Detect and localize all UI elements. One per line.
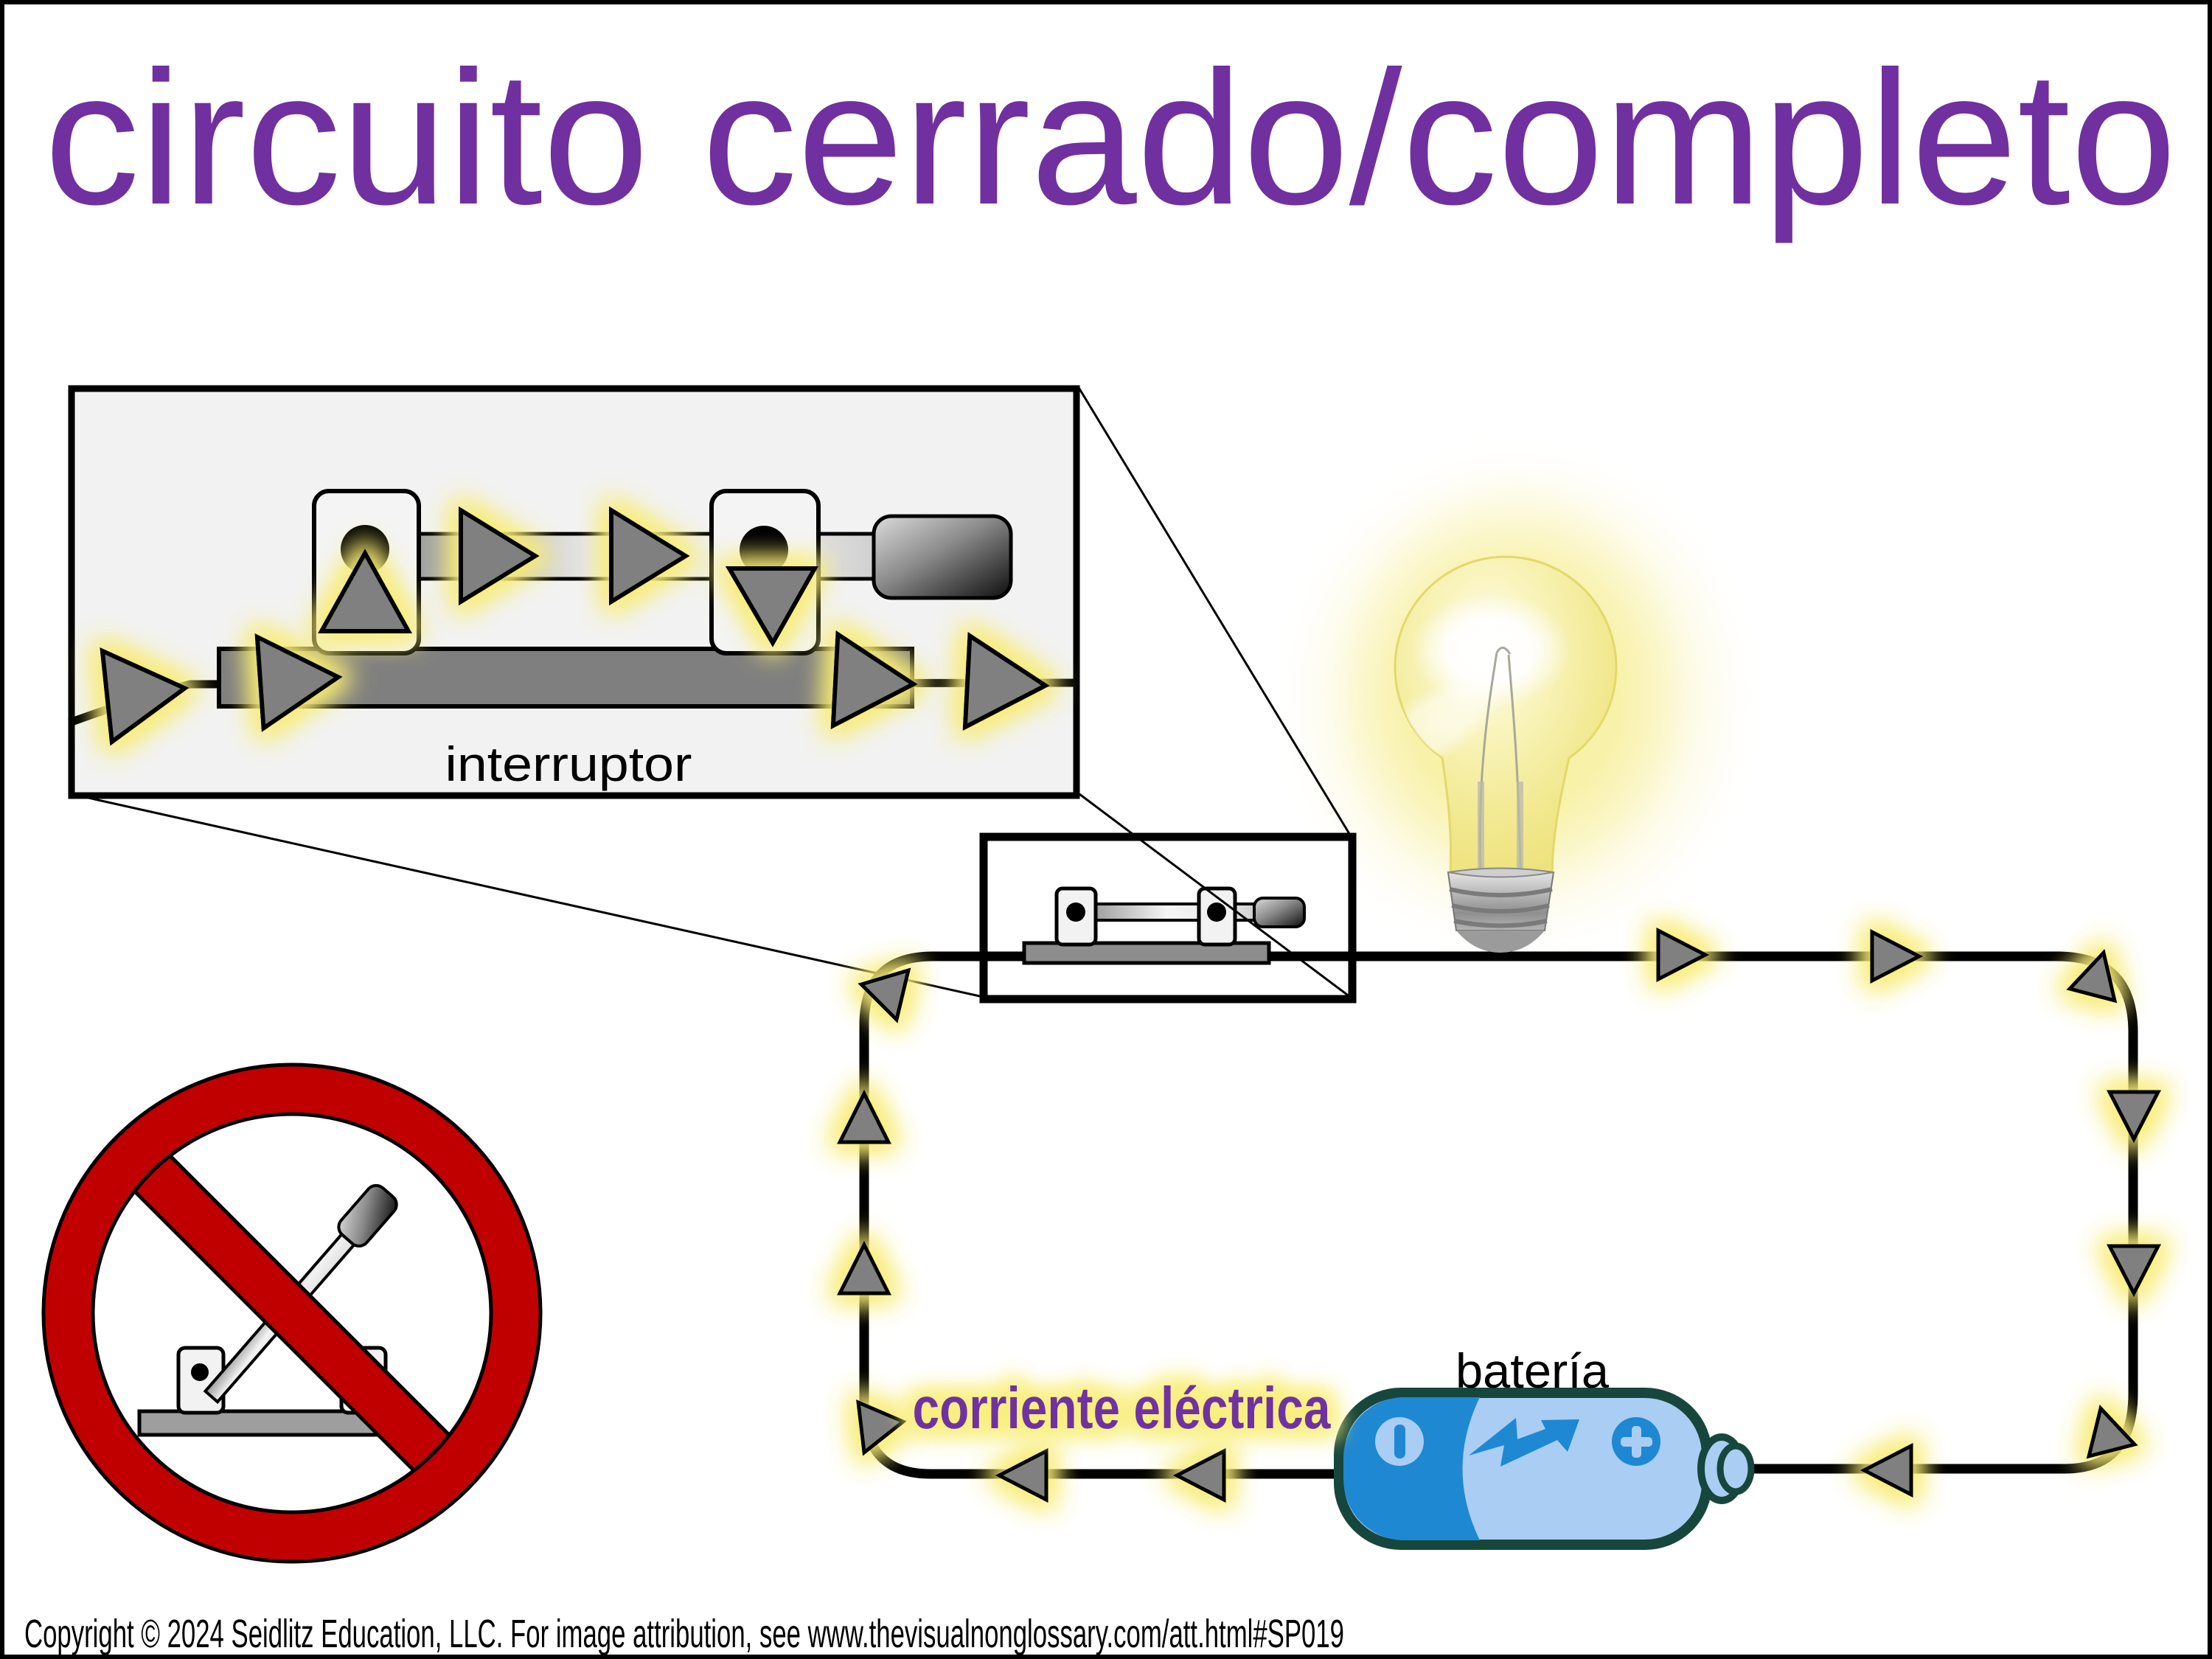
svg-text:corriente eléctrica: corriente eléctrica: [913, 1375, 1331, 1441]
svg-text:circuito cerrado/completo: circuito cerrado/completo: [44, 31, 2177, 245]
svg-text:Copyright © 2024 Seidlitz Educ: Copyright © 2024 Seidlitz Education, LLC…: [24, 1612, 1344, 1656]
svg-text:interruptor: interruptor: [445, 737, 692, 791]
svg-text:batería: batería: [1455, 1343, 1609, 1398]
